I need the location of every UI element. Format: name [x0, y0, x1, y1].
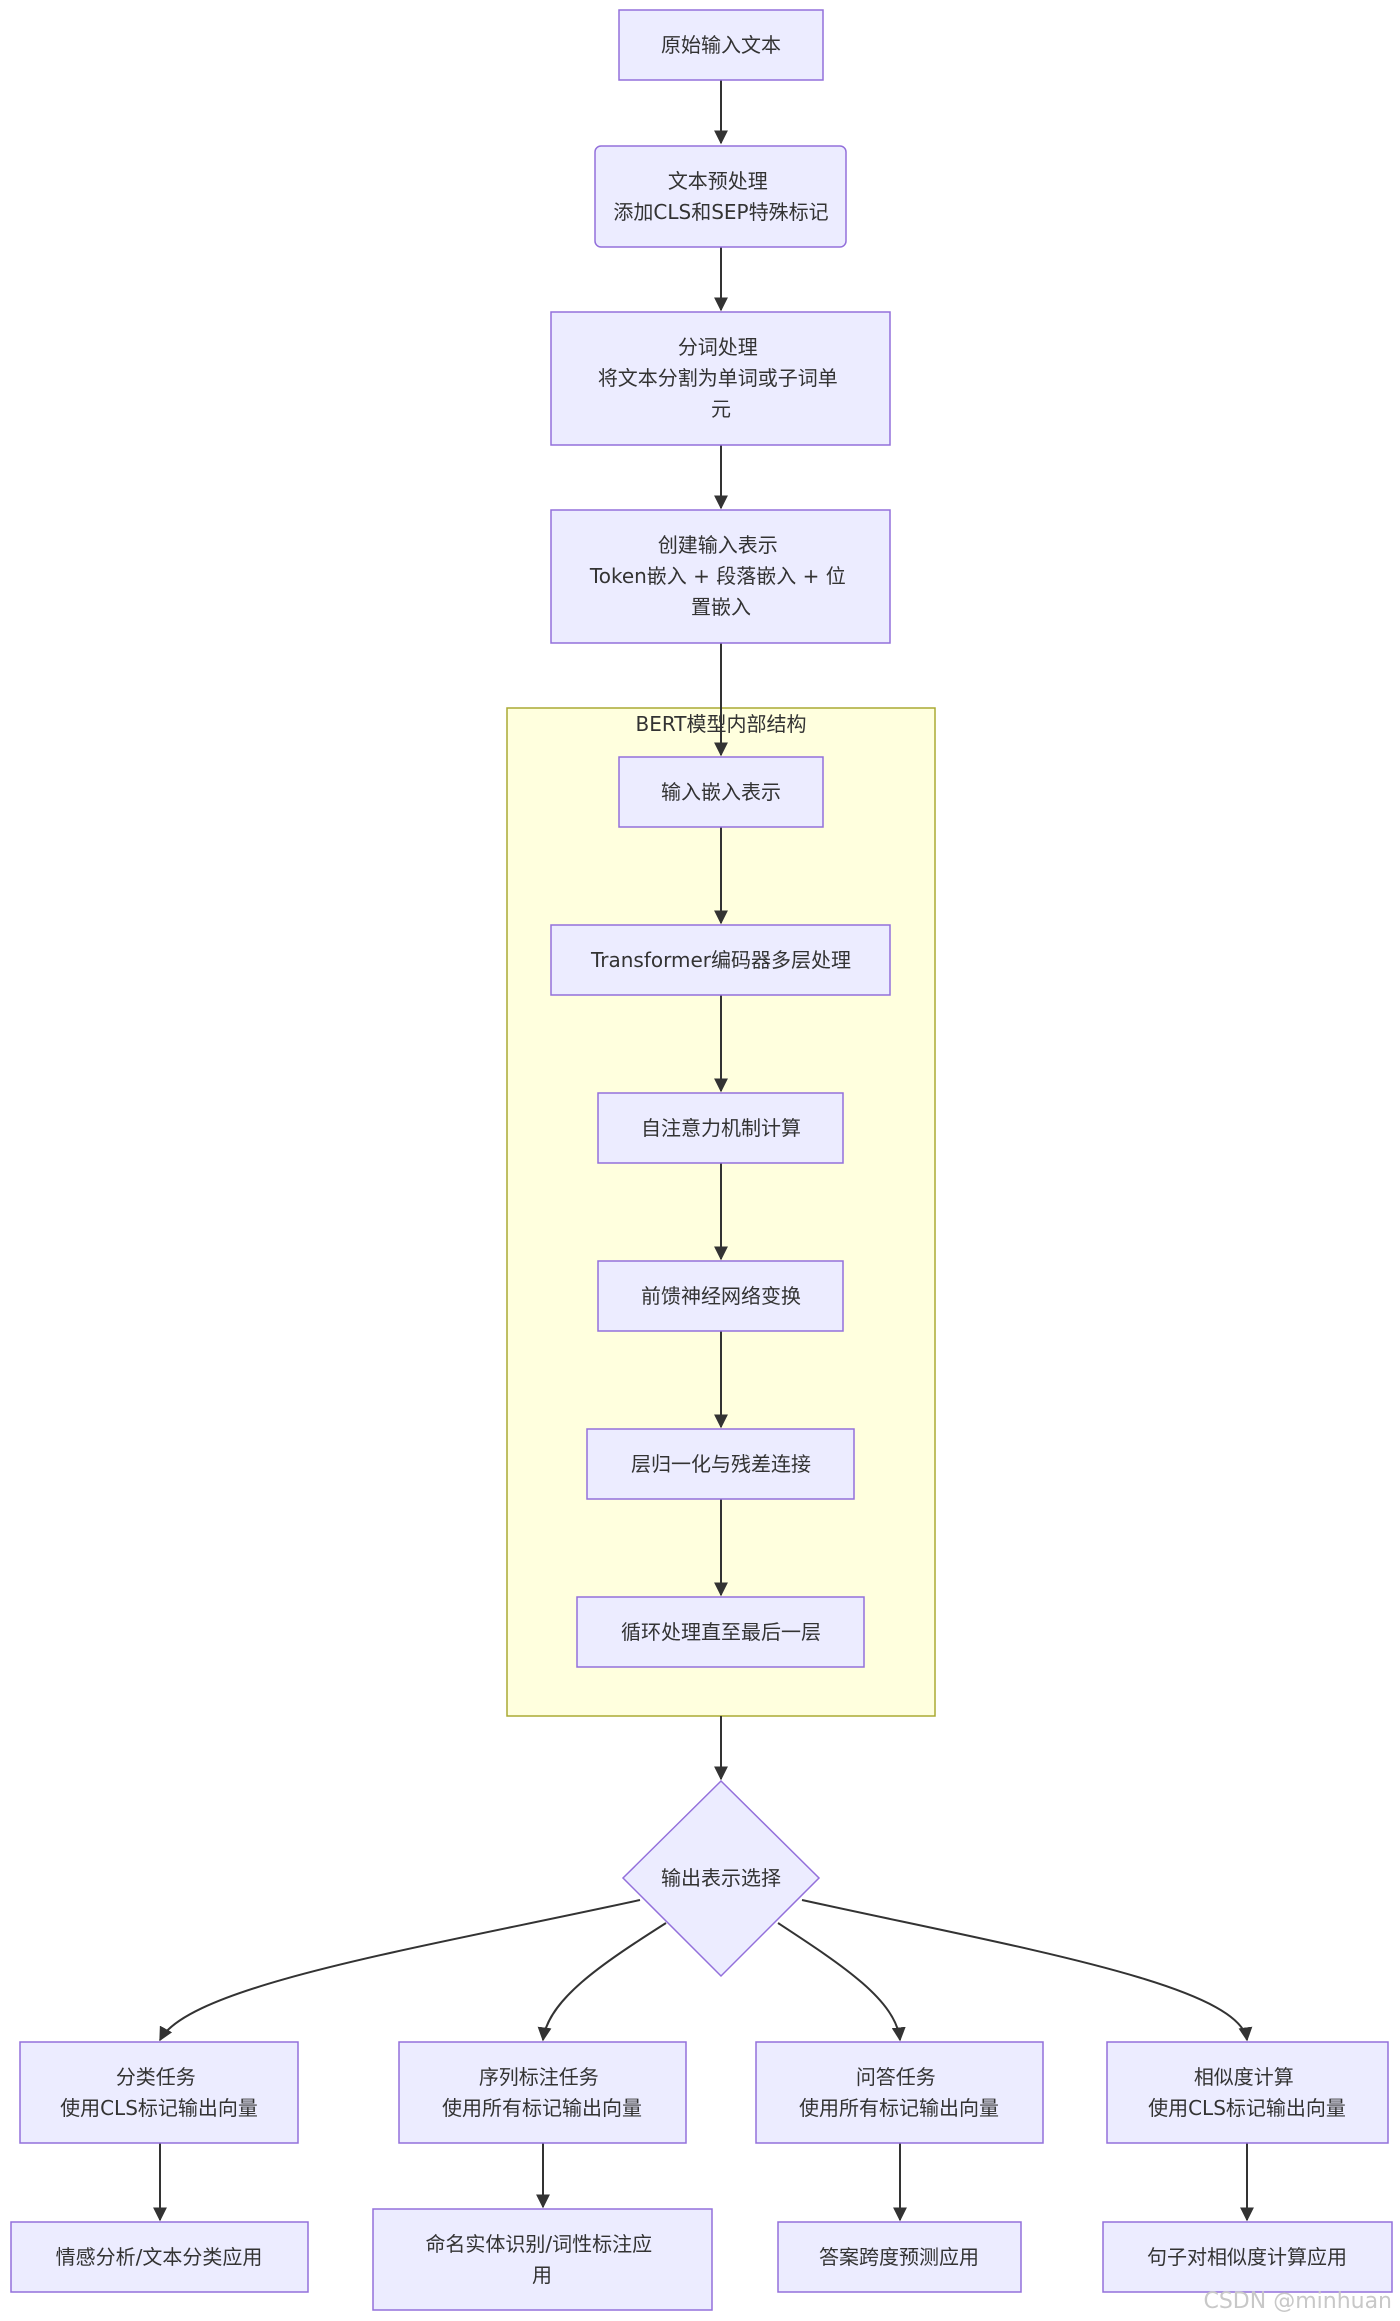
edge-sel-sim: [801, 1899, 1253, 2042]
node-loop-layers: 循环处理直至最后一层: [576, 1596, 865, 1668]
svg-text:文本预处理 添加CLS和SEP特殊标记: 文本预处理 添加CLS和SEP特殊标记: [613, 169, 828, 224]
svg-text:句子对相似度计算应用: 句子对相似度计算应用: [1147, 2245, 1347, 2269]
node-self-attention: 自注意力机制计算: [597, 1092, 844, 1164]
svg-text:情感分析/文本分类应用: 情感分析/文本分类应用: [56, 2245, 263, 2269]
node-ner-app: 命名实体识别/词性标注应 用: [372, 2208, 713, 2311]
node-feed-forward: 前馈神经网络变换: [597, 1260, 844, 1332]
node-sequence-labeling-task: 序列标注任务 使用所有标记输出向量: [398, 2041, 687, 2144]
node-tokenize: 分词处理 将文本分割为单词或子词单 元: [550, 311, 891, 446]
svg-text:原始输入文本: 原始输入文本: [661, 33, 781, 57]
edge-sel-cls: [159, 1899, 641, 2042]
svg-text:创建输入表示 Token嵌入 + 段落嵌入 +: 创建输入表示 Token嵌入 + 段落嵌入 + 位 置嵌入: [589, 533, 852, 619]
node-preprocess: 文本预处理 添加CLS和SEP特殊标记: [594, 145, 847, 248]
svg-text:输出表示选择: 输出表示选择: [661, 1866, 781, 1890]
svg-text:前馈神经网络变换: 前馈神经网络变换: [641, 1284, 801, 1308]
svg-text:序列标注任务 使用所有标记输出向量: 序列标注任务 使用所有标记输出向量: [442, 2065, 642, 2120]
edge-sel-seq: [537, 1922, 667, 2042]
node-sentence-similarity-app: 句子对相似度计算应用: [1102, 2221, 1393, 2293]
node-answer-span-app: 答案跨度预测应用: [777, 2221, 1022, 2293]
svg-text:输入嵌入表示: 输入嵌入表示: [661, 780, 781, 804]
edge-sel-qa: [777, 1922, 906, 2042]
watermark: CSDN @minhuan: [1203, 2289, 1392, 2314]
node-raw-input: 原始输入文本: [618, 9, 824, 81]
node-input-embedding: 输入嵌入表示: [618, 756, 824, 828]
svg-text:层归一化与残差连接: 层归一化与残差连接: [631, 1452, 811, 1476]
node-similarity-task: 相似度计算 使用CLS标记输出向量: [1106, 2041, 1389, 2144]
node-qa-task: 问答任务 使用所有标记输出向量: [755, 2041, 1044, 2144]
node-transformer-encoder: Transformer编码器多层处理: [550, 924, 891, 996]
edges: [153, 80, 1254, 2222]
svg-text:分类任务 使用CLS标记输出向量: 分类任务 使用CLS标记输出向量: [60, 2065, 258, 2120]
svg-text:相似度计算 使用CLS标记输出向量: 相似度计算 使用CLS标记输出向量: [1148, 2065, 1346, 2120]
svg-text:答案跨度预测应用: 答案跨度预测应用: [819, 2245, 979, 2269]
svg-text:自注意力机制计算: 自注意力机制计算: [641, 1116, 801, 1140]
node-sentiment-app: 情感分析/文本分类应用: [10, 2221, 309, 2293]
node-input-representation: 创建输入表示 Token嵌入 + 段落嵌入 + 位 置嵌入: [550, 509, 891, 644]
node-classification-task: 分类任务 使用CLS标记输出向量: [19, 2041, 299, 2144]
node-layernorm-residual: 层归一化与残差连接: [586, 1428, 855, 1500]
node-output-selection: 输出表示选择: [621, 1779, 821, 1978]
svg-text:循环处理直至最后一层: 循环处理直至最后一层: [621, 1620, 821, 1644]
svg-text:问答任务 使用所有标记输出向量: 问答任务 使用所有标记输出向量: [799, 2065, 999, 2120]
svg-text:分词处理 将文本分割为单词或子词单: 分词处理 将文本分割为单词或子词单 元: [598, 335, 844, 421]
svg-text:命名实体识别/词性标注应 用: 命名实体识别/词性标注应 用: [425, 2232, 658, 2287]
svg-text:Transformer编码器多层处理: Transformer编码器多层处理: [590, 948, 851, 972]
